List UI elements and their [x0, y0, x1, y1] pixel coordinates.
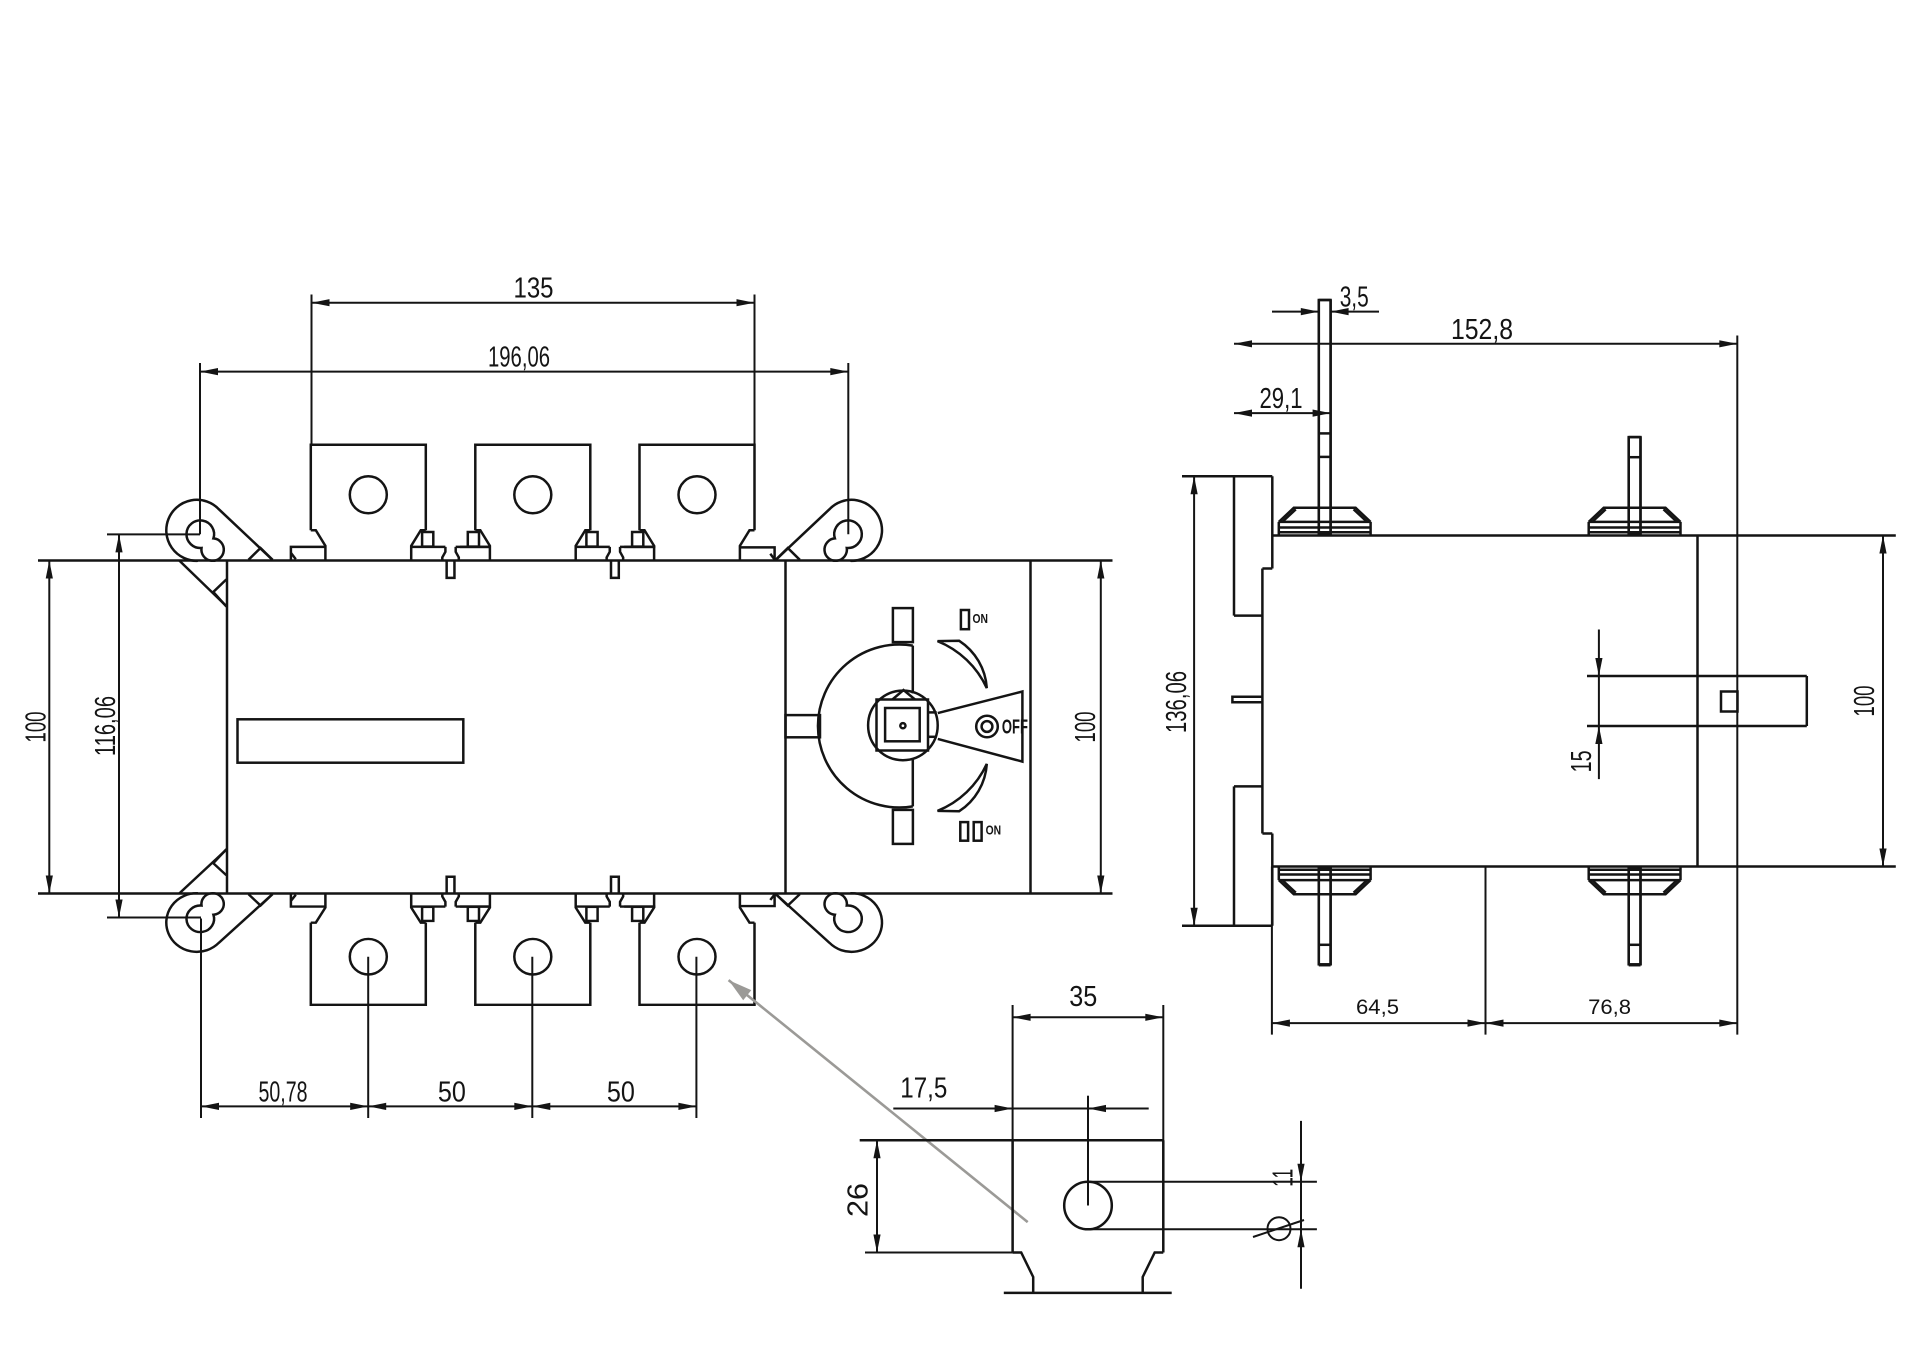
svg-text:76,8: 76,8: [1588, 995, 1631, 1019]
svg-text:100: 100: [20, 712, 52, 743]
svg-text:50: 50: [607, 1077, 635, 1109]
svg-text:136,06: 136,06: [1161, 671, 1193, 733]
svg-text:100: 100: [1070, 712, 1102, 743]
svg-text:ON: ON: [973, 611, 989, 626]
svg-text:ON: ON: [986, 823, 1002, 838]
svg-text:35: 35: [1069, 981, 1097, 1013]
svg-text:100: 100: [1849, 686, 1881, 717]
svg-text:15: 15: [1566, 750, 1598, 772]
svg-text:152,8: 152,8: [1451, 314, 1513, 346]
svg-text:11: 11: [1268, 1169, 1300, 1187]
svg-text:26: 26: [842, 1183, 874, 1217]
svg-text:196,06: 196,06: [488, 342, 550, 374]
svg-text:OFF: OFF: [1002, 717, 1028, 739]
svg-text:64,5: 64,5: [1356, 995, 1399, 1019]
svg-text:3,5: 3,5: [1340, 282, 1369, 314]
svg-text:50,78: 50,78: [259, 1077, 308, 1109]
svg-text:29,1: 29,1: [1260, 383, 1303, 415]
svg-text:50: 50: [438, 1077, 466, 1109]
svg-text:116,06: 116,06: [90, 696, 122, 756]
svg-text:17,5: 17,5: [900, 1073, 947, 1105]
svg-text:135: 135: [514, 273, 554, 305]
